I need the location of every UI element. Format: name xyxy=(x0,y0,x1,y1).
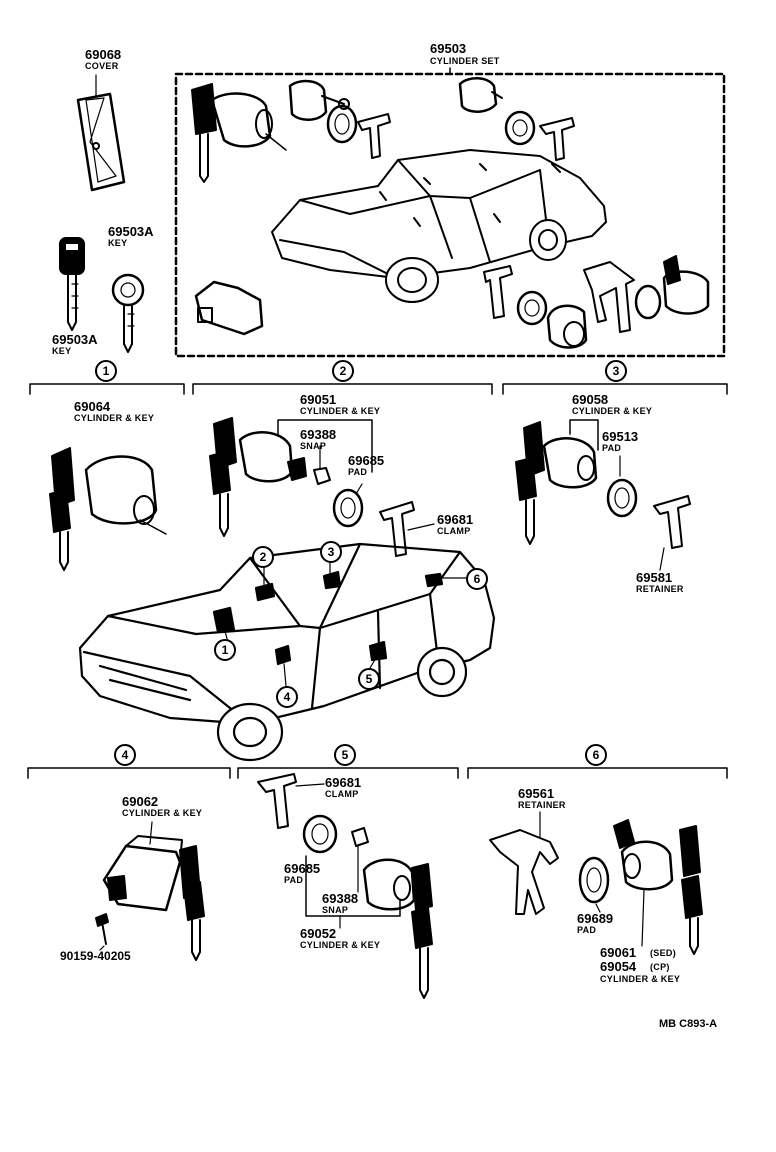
part-name: CLAMP xyxy=(437,526,471,536)
part-name: PAD xyxy=(602,443,622,453)
part-name: SNAP xyxy=(322,905,349,915)
section-callout-5: 5 xyxy=(334,744,356,766)
section-callout-1: 1 xyxy=(95,360,117,382)
part-name: CYLINDER & KEY xyxy=(572,406,653,416)
car-sedan-icon xyxy=(78,542,496,762)
pad-icon xyxy=(578,856,610,904)
section-callout-3: 3 xyxy=(605,360,627,382)
lock-cylinder-icon xyxy=(362,858,433,999)
part-number: 69685 xyxy=(284,861,321,876)
part-number: 69388 xyxy=(322,891,359,906)
cover-part-name: COVER xyxy=(85,61,119,71)
part-name: CYLINDER & KEY xyxy=(122,808,203,818)
lock-cylinder-icon xyxy=(546,304,588,349)
part-number: 69685 xyxy=(348,453,385,468)
car-callout-4: 4 xyxy=(276,686,298,708)
part-variant: (SED) xyxy=(650,948,676,958)
key-part-name: KEY xyxy=(108,238,128,248)
key-part-name: KEY xyxy=(52,346,72,356)
part-number: 69681 xyxy=(437,512,474,527)
lock-cylinder-icon xyxy=(194,280,264,336)
cover-part-number: 69068 xyxy=(85,47,122,62)
snap-icon xyxy=(351,827,369,847)
key-icon xyxy=(111,273,145,353)
part-number: 69054 xyxy=(600,959,637,974)
car-callout-2: 2 xyxy=(252,546,274,568)
key-part-number: 69503A xyxy=(52,332,98,347)
part-name: RETAINER xyxy=(518,800,566,810)
part-name: CYLINDER & KEY xyxy=(600,974,681,984)
cylinder-set-part-number: 69503 xyxy=(430,41,467,56)
part-number: 69058 xyxy=(572,392,609,407)
pad-icon xyxy=(302,814,338,854)
part-number: 69064 xyxy=(74,399,111,414)
lock-cylinder-icon xyxy=(662,255,710,315)
clamp-icon xyxy=(379,501,415,557)
lock-cylinder-icon xyxy=(288,79,350,121)
car-callout-6: 6 xyxy=(466,568,488,590)
part-number: 69388 xyxy=(300,427,337,442)
lock-cylinder-icon xyxy=(613,819,703,955)
cover-icon xyxy=(76,92,126,192)
part-name: PAD xyxy=(577,925,597,935)
car-sedan-icon xyxy=(271,149,607,303)
section-brackets xyxy=(27,383,728,779)
lock-cylinder-icon xyxy=(209,417,307,537)
pad-icon xyxy=(332,488,364,528)
part-name: CYLINDER & KEY xyxy=(300,940,381,950)
part-name: PAD xyxy=(348,467,368,477)
lock-cylinder-icon xyxy=(515,421,598,545)
pad-icon xyxy=(634,284,662,320)
car-callout-3: 3 xyxy=(320,541,342,563)
clamp-icon xyxy=(539,117,575,161)
bracket-leader xyxy=(277,419,373,473)
section-callout-4: 4 xyxy=(114,744,136,766)
part-number: 90159-40205 xyxy=(60,949,131,963)
pad-icon xyxy=(504,110,536,146)
part-name: CYLINDER & KEY xyxy=(300,406,381,416)
figure-code: MB C893-A xyxy=(659,1018,718,1030)
part-number: 69061 xyxy=(600,945,637,960)
section-callout-2: 2 xyxy=(332,360,354,382)
retainer-icon xyxy=(489,829,559,915)
part-variant: (CP) xyxy=(650,962,670,972)
part-name: PAD xyxy=(284,875,304,885)
clamp-icon xyxy=(257,773,297,829)
part-name: CYLINDER & KEY xyxy=(74,413,155,423)
retainer-icon xyxy=(653,495,691,549)
lock-cylinder-icon xyxy=(191,83,287,183)
part-number: 69561 xyxy=(518,786,555,801)
clamp-icon xyxy=(357,113,391,159)
part-name: SNAP xyxy=(300,441,327,451)
part-name: CLAMP xyxy=(325,789,359,799)
cylinder-set-part-name: CYLINDER SET xyxy=(430,56,500,66)
part-number: 69051 xyxy=(300,392,337,407)
pad-icon xyxy=(326,104,358,144)
lock-cylinder-icon xyxy=(458,77,503,113)
pad-icon xyxy=(516,290,548,326)
part-number: 69681 xyxy=(325,775,362,790)
key-icon xyxy=(59,237,85,331)
snap-icon xyxy=(313,467,331,485)
clamp-icon xyxy=(483,265,513,319)
part-number: 69062 xyxy=(122,794,159,809)
pad-icon xyxy=(606,478,638,518)
part-number: 69052 xyxy=(300,926,337,941)
screw-icon xyxy=(95,913,109,945)
part-name: RETAINER xyxy=(636,584,684,594)
lock-cylinder-icon xyxy=(49,447,167,571)
part-number: 69513 xyxy=(602,429,639,444)
part-number: 69689 xyxy=(577,911,614,926)
key-part-number: 69503A xyxy=(108,224,154,239)
section-callout-6: 6 xyxy=(585,744,607,766)
car-callout-1: 1 xyxy=(214,639,236,661)
car-callout-5: 5 xyxy=(358,668,380,690)
lock-cylinder-icon xyxy=(102,835,205,961)
retainer-icon xyxy=(583,261,635,333)
part-number: 69581 xyxy=(636,570,673,585)
